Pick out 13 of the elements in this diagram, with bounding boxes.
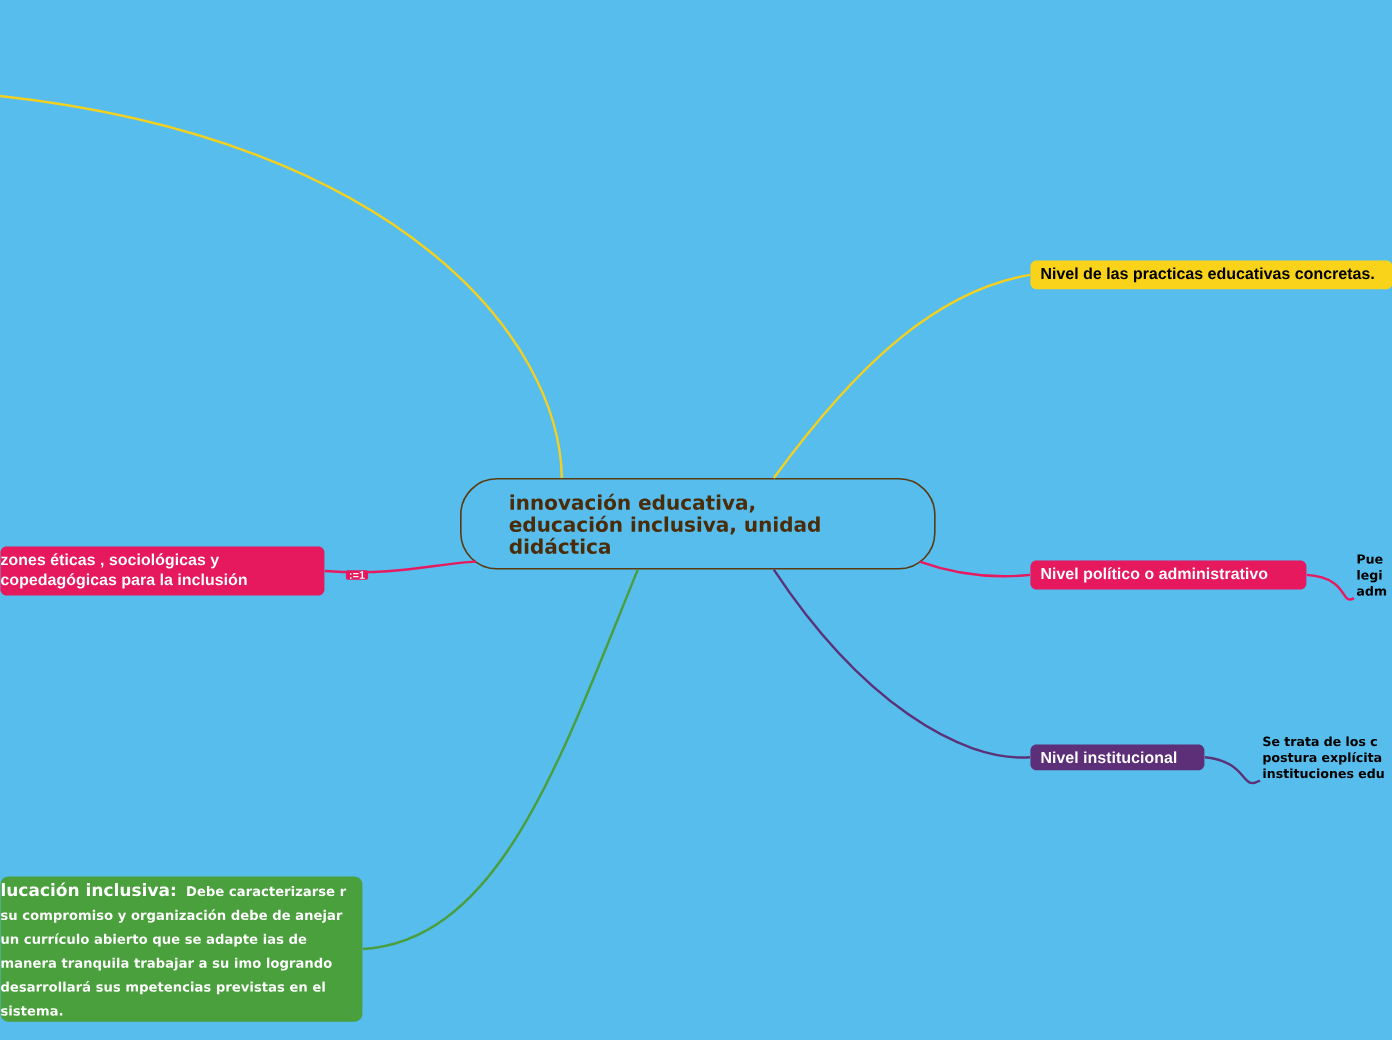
topic-box: Nivel institucional bbox=[1030, 744, 1205, 771]
connector bbox=[362, 569, 639, 951]
connector bbox=[772, 568, 1031, 759]
connector bbox=[1306, 573, 1355, 601]
connector bbox=[1204, 756, 1261, 785]
topic-box: Nivel político o administrativo bbox=[1030, 560, 1307, 590]
connector bbox=[324, 560, 477, 574]
topic-box: Nivel de las practicas educativas concretas. bbox=[1030, 260, 1392, 290]
connector bbox=[919, 560, 1031, 578]
topic-box: zones éticas , sociológicas y copedagógicas para la inclusión bbox=[0, 546, 325, 596]
connector bbox=[772, 273, 1031, 479]
connector bbox=[0, 94, 563, 479]
topic-box: innovación educativa, educación inclusiva, unidad didáctica bbox=[460, 477, 936, 570]
